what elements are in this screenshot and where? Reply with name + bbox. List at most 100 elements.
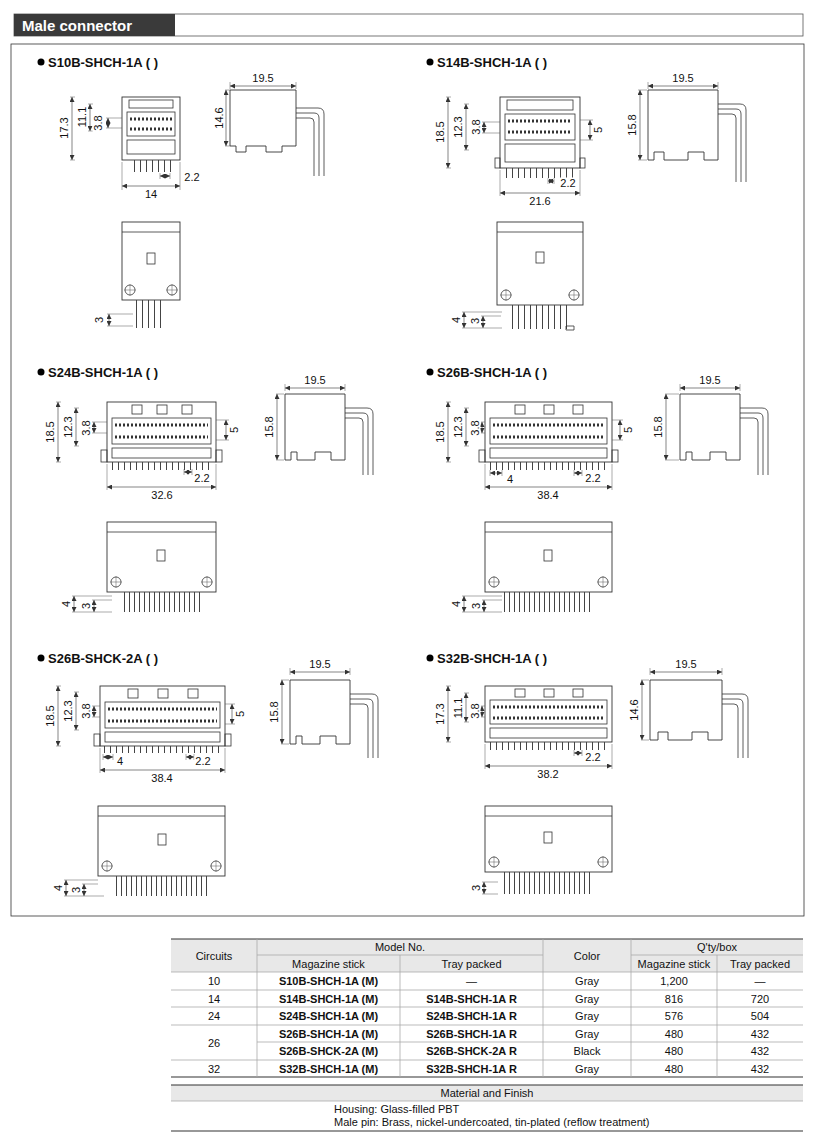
connector-s24b <box>216 450 222 462</box>
dimension-value: 12.3 <box>453 415 464 438</box>
connector-s14b <box>500 289 580 301</box>
connector-s26b-2a <box>64 880 104 896</box>
connector-s26b-1a <box>574 473 582 474</box>
connector-s26b-1a <box>485 532 612 533</box>
order-table-grid <box>171 1085 803 1101</box>
connector-s14b <box>497 232 583 233</box>
table-cell: 32 <box>208 1063 220 1074</box>
dimension-value: 5 <box>235 710 246 718</box>
table-cell: — <box>466 976 477 987</box>
connector-s26b-1a <box>427 369 434 376</box>
connector-s10b <box>122 97 180 160</box>
table-cell: Color <box>574 950 600 961</box>
table-cell: Gray <box>575 1028 599 1039</box>
dimension-value: 4 <box>116 756 124 767</box>
connector-s26b-1a <box>485 522 612 592</box>
connector-s26b-2a <box>105 702 220 728</box>
section-title: Male connector <box>22 18 132 33</box>
part-number-heading: S26B-SHCK-2A ( ) <box>48 652 158 665</box>
dimension-value: 15.8 <box>653 415 664 438</box>
connector-s24b <box>74 596 75 612</box>
connector-s32b <box>544 832 552 843</box>
connector-s10b <box>72 97 73 160</box>
dimension-value: 14.6 <box>629 698 640 721</box>
connector-s10b <box>109 314 110 326</box>
dimension-value: 4 <box>451 600 462 608</box>
connector-s32b <box>427 655 749 895</box>
dimension-value: 38.4 <box>150 773 173 784</box>
connector-s24b <box>112 448 211 458</box>
connector-s32b <box>493 706 604 709</box>
dimension-value: 18.5 <box>435 120 446 143</box>
connector-s26b-1a <box>490 448 607 458</box>
table-cell: Tray packed <box>730 958 790 969</box>
connector-s10b <box>124 284 178 296</box>
dimension-value: 19.5 <box>303 375 326 386</box>
connector-s24b <box>226 420 227 440</box>
dimension-value: 5 <box>229 426 240 434</box>
dimension-value: 4 <box>451 316 462 324</box>
dimension-value: 38.4 <box>536 490 559 501</box>
connector-s10b <box>122 222 180 300</box>
table-cell: S24B-SHCH-1A R <box>426 1011 517 1022</box>
connector-s26b-2a <box>350 694 378 758</box>
connector-s26b-1a <box>740 408 768 475</box>
dimension-value: 18.5 <box>45 420 56 443</box>
connector-s32b <box>642 680 643 740</box>
connector-s32b <box>485 816 612 817</box>
connector-s26b-2a <box>281 668 350 744</box>
connector-s24b <box>94 422 95 433</box>
table-cell: Gray <box>575 1063 599 1074</box>
connector-s32b <box>650 680 722 740</box>
connector-s24b <box>94 600 95 612</box>
connector-s24b <box>58 402 59 462</box>
connector-s26b-2a <box>94 706 95 717</box>
material-note: Housing: Glass-filled PBT <box>334 1104 459 1115</box>
table-cell: Black <box>574 1046 601 1057</box>
dimension-value: 3 <box>471 602 482 610</box>
connector-s24b <box>132 405 142 414</box>
connector-s24b <box>112 418 211 444</box>
dimension-value: 11.1 <box>453 697 464 720</box>
connector-s10b <box>160 176 170 177</box>
dimension-value: 19.5 <box>698 375 721 386</box>
dimension-value: 5 <box>593 126 604 134</box>
connector-s14b <box>483 316 484 328</box>
connector-s24b <box>182 405 192 414</box>
order-table-grid <box>543 939 544 1077</box>
connector-s26b-1a <box>612 450 618 462</box>
table-cell: S10B-SHCH-1A (M) <box>279 976 378 987</box>
connector-s32b <box>490 742 607 750</box>
table-cell: 432 <box>751 1063 769 1074</box>
connector-s24b <box>107 532 216 533</box>
connector-s26b-2a <box>76 692 77 730</box>
connector-s14b <box>484 122 485 133</box>
connector-s26b-1a <box>488 576 609 588</box>
dimension-value: 14.6 <box>214 106 225 129</box>
connector-s26b-1a <box>493 424 604 427</box>
table-cell: 576 <box>665 1011 683 1022</box>
connector-s26b-1a <box>665 384 740 460</box>
connector-s32b <box>641 668 722 740</box>
order-table-grid <box>717 955 718 1077</box>
dimension-value: 2.2 <box>559 178 576 189</box>
connector-s26b-2a <box>101 860 222 872</box>
connector-s26b-1a <box>573 405 583 414</box>
dimension-value: 19.5 <box>308 659 331 670</box>
connector-s32b <box>544 689 554 697</box>
connector-s26b-2a <box>158 834 166 845</box>
connector-s24b <box>157 550 165 561</box>
connector-s26b-2a <box>116 876 208 896</box>
table-cell: Magazine stick <box>638 958 711 969</box>
table-cell: 480 <box>665 1046 683 1057</box>
connector-s26b-1a <box>446 402 623 490</box>
drawing-frame <box>11 44 804 916</box>
connector-s24b <box>184 472 192 473</box>
connector-s26b-1a <box>482 422 483 433</box>
connector-s32b <box>722 694 748 758</box>
connector-s26b-2a <box>290 680 350 744</box>
connector-s24b <box>101 450 107 462</box>
connector-s14b <box>495 158 500 168</box>
dimension-value: 3 <box>81 602 92 610</box>
